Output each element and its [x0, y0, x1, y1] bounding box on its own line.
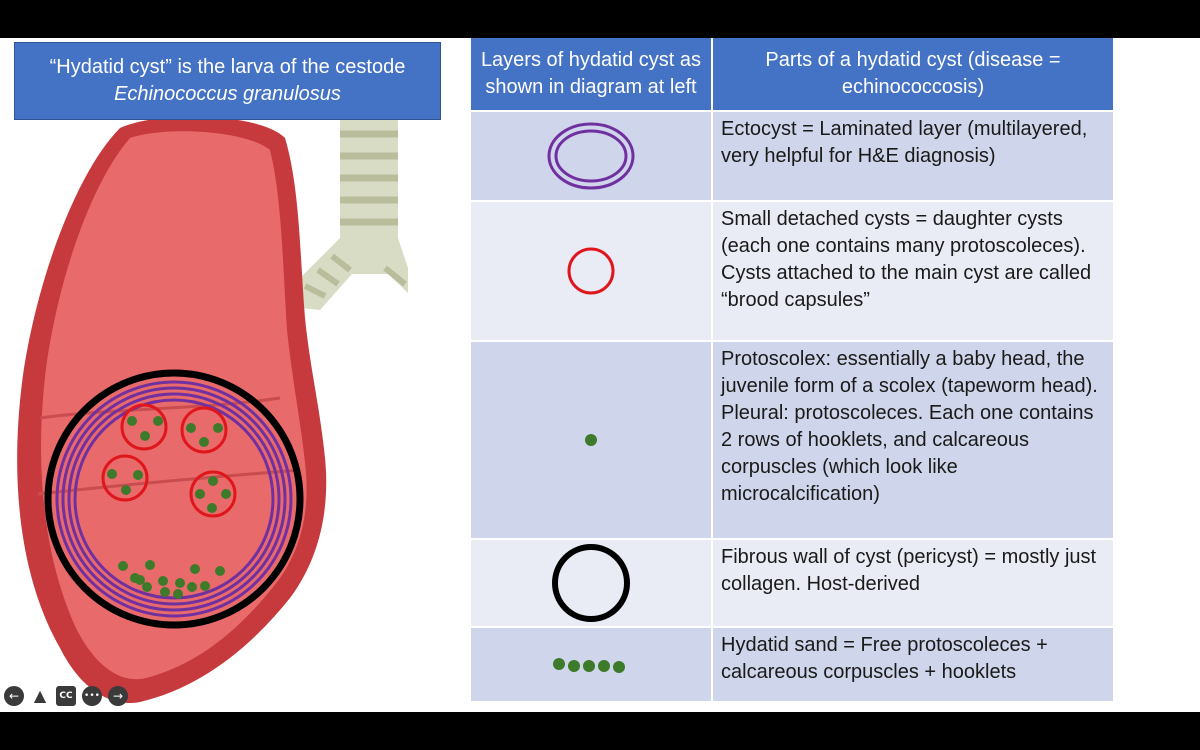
black-circle-icon [552, 544, 630, 622]
red-circle-icon [567, 247, 615, 295]
table-row-icon-cell [471, 202, 713, 342]
next-slide-icon[interactable]: → [108, 686, 128, 706]
species-name: Echinococcus granulosus [114, 83, 341, 105]
hydatid-sand [118, 560, 225, 599]
pointer-icon[interactable]: ▲ [33, 686, 47, 705]
table-row-icon-cell [471, 628, 713, 703]
table-row-icon-cell [471, 540, 713, 628]
more-options-icon[interactable]: ••• [82, 686, 102, 706]
table-header-parts: Parts of a hydatid cyst (disease = echin… [713, 38, 1113, 112]
bottom-letterbox-bar [0, 712, 1200, 750]
slide: “Hydatid cyst” is the larva of the cesto… [0, 38, 1200, 712]
daughter-cysts [101, 403, 237, 518]
table-row-text: Small detached cysts = daughter cysts (e… [713, 202, 1113, 342]
table-row-text: Fibrous wall of cyst (pericyst) = mostly… [713, 540, 1113, 628]
cyst-parts-table: Layers of hydatid cyst as shown in diagr… [471, 38, 1113, 705]
table-row-text: Ectocyst = Laminated layer (multilayered… [713, 112, 1113, 202]
table-header-layers: Layers of hydatid cyst as shown in diagr… [471, 38, 713, 112]
purple-double-oval-icon [547, 122, 635, 190]
green-dots-row-icon [553, 657, 625, 673]
pericyst-ring [44, 369, 304, 629]
title-line: “Hydatid cyst” is the larva of the cesto… [49, 56, 406, 78]
prev-slide-icon[interactable]: ← [4, 686, 24, 706]
title-box: “Hydatid cyst” is the larva of the cesto… [14, 42, 441, 120]
laminated-layer-ring [55, 380, 293, 618]
lung-cyst-diagram [17, 116, 408, 704]
green-dot-icon [585, 434, 597, 446]
top-letterbox-bar [0, 0, 1200, 38]
protoscoleces-in-daughter-cysts [107, 416, 231, 513]
table-row-icon-cell [471, 112, 713, 202]
presentation-controls: ← ▲ CC ••• → [4, 686, 128, 706]
table-row-text: Hydatid sand = Free protoscoleces + calc… [713, 628, 1113, 703]
captions-icon[interactable]: CC [56, 686, 76, 706]
table-row-text: Protoscolex: essentially a baby head, th… [713, 342, 1113, 540]
trachea-illustration [300, 118, 408, 310]
table-row-icon-cell [471, 342, 713, 540]
